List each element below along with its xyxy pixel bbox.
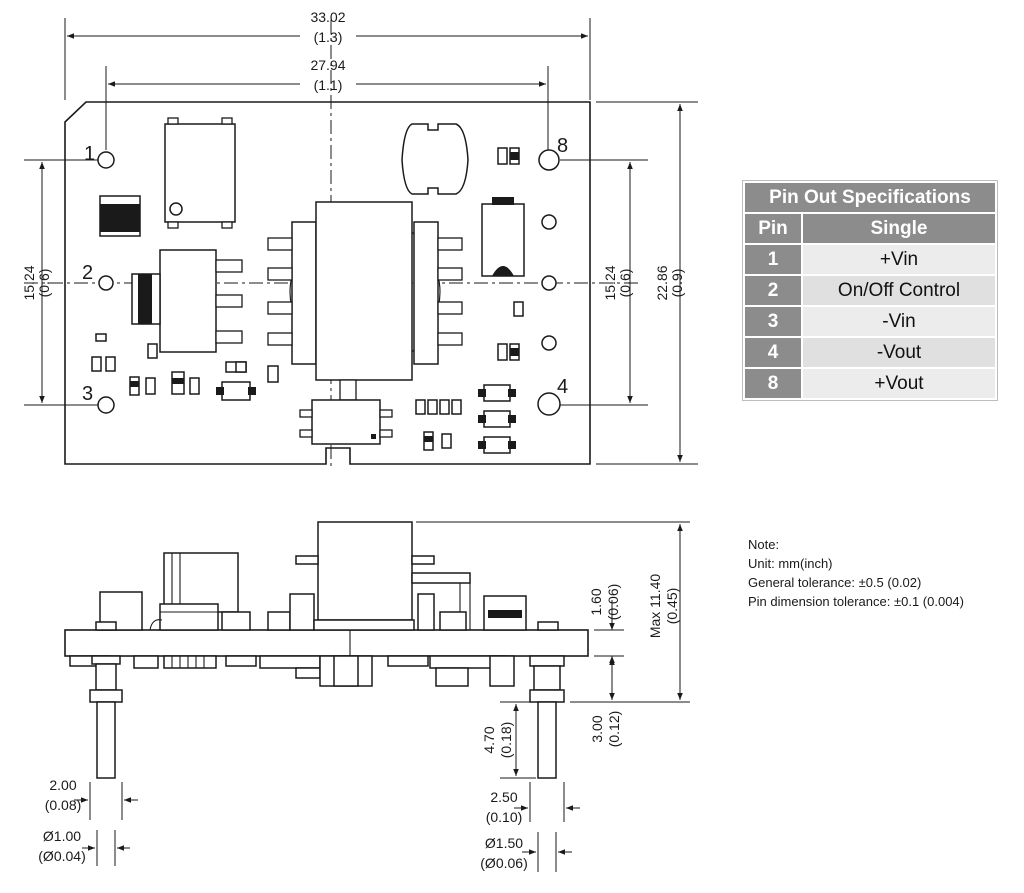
board-thickness-in: (0.06) [605,584,621,621]
pin-table-col-single: Single [803,214,995,243]
table-row: 3 -Vin [745,307,995,336]
pin-2-hole [98,275,114,291]
side-components-top [95,521,559,631]
pin-span-dim-in: (1.1) [314,77,343,93]
diode-tall [481,197,525,277]
pin-number: 2 [745,276,801,305]
pin-8-hole [538,149,560,171]
left-pin-dia-mm: Ø1.00 [43,828,81,844]
width-dim-in: (1.3) [314,29,343,45]
ic-bottom-center [299,399,393,445]
pin-function: -Vin [803,307,995,336]
standoff-in: (0.12) [606,711,622,748]
pin-length-in: (0.18) [498,722,514,759]
pin-4-hole [537,392,561,416]
right-pin-side [529,655,565,779]
pin-table-title: Pin Out Specifications [745,183,995,212]
pin-number: 1 [745,245,801,274]
pin-3-hole [97,396,115,414]
table-row: 8 +Vout [745,369,995,398]
pin-length-mm: 4.70 [481,726,497,753]
max-height-mm: Max 11.40 [647,574,663,639]
small-parts-right [497,147,524,361]
right-pitch-dim-mm: 15.24 [602,265,618,300]
left-pin-dia-in: (Ø0.04) [38,848,85,864]
left-pin-shoulder-mm: 2.00 [49,777,76,793]
width-dim-mm: 33.02 [310,9,345,25]
notes-block: Note: Unit: mm(inch) General tolerance: … [748,535,964,611]
pin-out-table: Pin Out Specifications Pin Single 1 +Vin… [742,180,998,401]
pin-3-label: 3 [82,383,93,405]
transformer [267,201,463,401]
pin-2-label: 2 [82,262,93,284]
board-side [64,629,589,657]
notes-heading: Note: [748,537,780,552]
small-parts-bottom-right [415,384,516,454]
right-pitch-dim-in: (0.6) [617,269,633,298]
inductor-round [401,123,469,195]
table-row: 4 -Vout [745,338,995,367]
pin-function: +Vin [803,245,995,274]
left-pitch-dim-mm: 15.24 [21,265,37,300]
ic-top-left [164,117,236,229]
left-pitch-dim-in: (0.6) [36,269,52,298]
right-pin-shoulder-in: (0.10) [486,809,523,825]
pin-1-hole [97,151,115,169]
pin-span-dim-mm: 27.94 [310,57,345,73]
small-parts-left [91,333,279,401]
pin-function: +Vout [803,369,995,398]
top-view: 33.02 (1.3) 27.94 (1.1) 15.24 (0.6) 15.2… [21,9,698,470]
side-components-bottom [69,655,515,687]
pin-function: -Vout [803,338,995,367]
standoff-mm: 3.00 [589,715,605,742]
pin-8-label: 8 [557,135,568,157]
height-dim-in: (0.9) [669,269,685,298]
right-pin-shoulder-mm: 2.50 [490,789,517,805]
right-pin-dia-in: (Ø0.06) [480,855,527,871]
pin-function: On/Off Control [803,276,995,305]
notes-pin-tolerance: Pin dimension tolerance: ±0.1 (0.004) [748,594,964,609]
height-dim-mm: 22.86 [654,265,670,300]
right-pin-dia-mm: Ø1.50 [485,835,523,851]
table-row: 2 On/Off Control [745,276,995,305]
left-pin-side [89,655,123,779]
table-row: 1 +Vin [745,245,995,274]
notes-unit: Unit: mm(inch) [748,556,833,571]
pin-number: 4 [745,338,801,367]
inductor-small [99,195,141,237]
board-thickness-mm: 1.60 [588,588,604,615]
notes-general-tolerance: General tolerance: ±0.5 (0.02) [748,575,922,590]
pin-number: 8 [745,369,801,398]
pin-4-label: 4 [557,376,568,398]
pin-table-col-pin: Pin [745,214,801,243]
max-height-in: (0.45) [664,588,680,625]
pin-1-label: 1 [84,143,95,165]
pin-number: 3 [745,307,801,336]
board-outline-top [64,101,591,465]
left-pin-shoulder-in: (0.08) [45,797,82,813]
side-view: 1.60 (0.06) Max 11.40 (0.45) 3.00 (0.12)… [38,521,690,872]
regulator-part [131,249,243,353]
